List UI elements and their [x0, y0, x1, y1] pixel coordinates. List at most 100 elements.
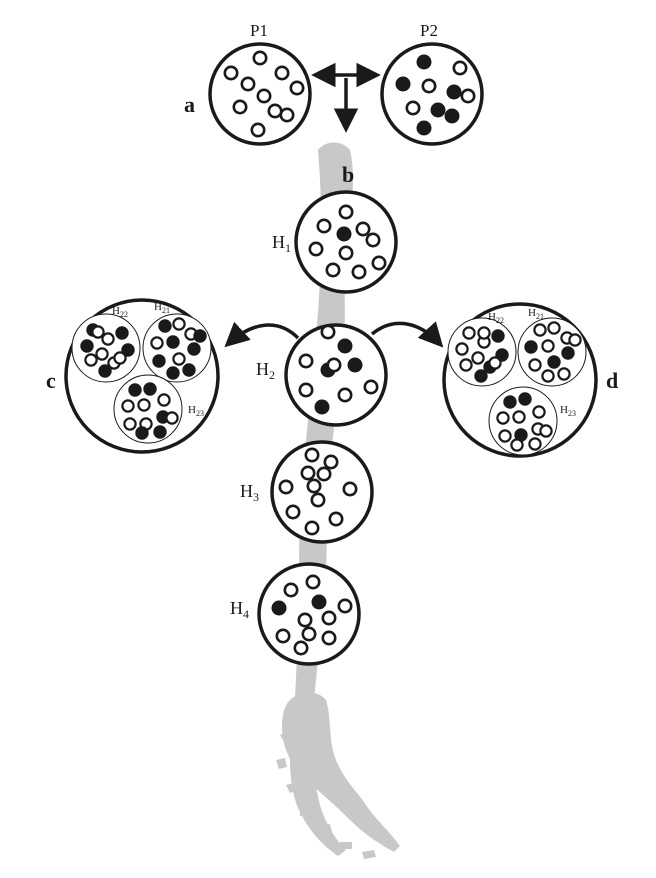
marker-group [223, 50, 305, 138]
open-circle-icon [477, 326, 491, 340]
open-circle-icon [471, 351, 485, 365]
filled-circle-icon [182, 363, 196, 377]
open-circle-icon [137, 398, 151, 412]
filled-circle-icon [158, 319, 172, 333]
filled-circle-icon [444, 108, 460, 124]
open-circle-icon [338, 245, 354, 261]
subpopulation-h21 [142, 313, 212, 383]
open-circle-icon [528, 358, 542, 372]
filled-circle-icon [193, 329, 207, 343]
population-h4 [257, 562, 361, 666]
filled-circle-icon [153, 425, 167, 439]
filled-circle-icon [446, 84, 462, 100]
open-circle-icon [172, 352, 186, 366]
marker-group [524, 321, 582, 383]
open-circle-icon [293, 640, 309, 656]
curved-arrow-icon [370, 321, 444, 348]
open-circle-icon [308, 241, 324, 257]
open-circle-icon [298, 353, 314, 369]
filled-circle-icon [336, 226, 352, 242]
open-circle-icon [304, 447, 320, 463]
open-circle-icon [452, 60, 468, 76]
marker-group [308, 204, 387, 280]
label-h1: H1 [272, 232, 291, 255]
panel-label-b: b [342, 162, 354, 187]
open-circle-icon [113, 351, 127, 365]
sub-letter: H [188, 404, 196, 416]
open-circle-icon [320, 324, 336, 340]
filled-circle-icon [115, 326, 129, 340]
marker-group [298, 324, 379, 415]
filled-circle-icon [166, 335, 180, 349]
filled-circle-icon [311, 594, 327, 610]
marker-group [496, 392, 553, 452]
open-circle-icon [547, 321, 561, 335]
open-circle-icon [371, 255, 387, 271]
panel-label-c: c [46, 368, 56, 393]
label-h4-letter: H [230, 598, 243, 618]
label-p1: P1 [250, 21, 268, 40]
open-circle-icon [240, 76, 256, 92]
map-islands [276, 731, 376, 859]
sub-index: 21 [536, 312, 544, 321]
filled-circle-icon [152, 354, 166, 368]
filled-circle-icon [80, 339, 94, 353]
open-circle-icon [326, 357, 342, 373]
open-circle-icon [157, 393, 171, 407]
open-circle-icon [101, 332, 115, 346]
marker-group [455, 326, 509, 383]
sub-letter: H [528, 307, 536, 319]
open-circle-icon [172, 317, 186, 331]
open-circle-icon [91, 325, 105, 339]
filled-circle-icon [416, 120, 432, 136]
filled-circle-icon [271, 600, 287, 616]
open-circle-icon [285, 504, 301, 520]
filled-circle-icon [314, 399, 330, 415]
subpopulation-h21 [517, 317, 587, 387]
filled-circle-icon [128, 383, 142, 397]
label-c-h21: H21 [154, 301, 170, 315]
filled-circle-icon [98, 364, 112, 378]
open-circle-icon [455, 342, 469, 356]
open-circle-icon [121, 399, 135, 413]
sub-index: 23 [568, 409, 576, 418]
filled-circle-icon [547, 355, 561, 369]
open-circle-icon [462, 326, 476, 340]
open-circle-icon [316, 466, 332, 482]
open-circle-icon [496, 411, 510, 425]
population-p1 [208, 42, 312, 146]
open-circle-icon [498, 429, 512, 443]
filled-circle-icon [135, 426, 149, 440]
filled-circle-icon [518, 392, 532, 406]
open-circle-icon [321, 610, 337, 626]
filled-circle-icon [143, 382, 157, 396]
filled-circle-icon [561, 346, 575, 360]
marker-group [395, 54, 476, 136]
label-h3-index: 3 [253, 490, 259, 504]
open-circle-icon [568, 333, 582, 347]
sub-letter: H [154, 301, 162, 313]
open-circle-icon [223, 65, 239, 81]
open-circle-icon [279, 107, 295, 123]
open-circle-icon [355, 221, 371, 237]
open-circle-icon [84, 353, 98, 367]
marker-group [150, 317, 207, 380]
subpopulation-h22 [71, 313, 141, 383]
label-h4-index: 4 [243, 607, 249, 621]
filled-circle-icon [503, 395, 517, 409]
subpopulation-h23 [488, 386, 558, 456]
open-circle-icon [365, 232, 381, 248]
open-circle-icon [459, 358, 473, 372]
marker-group [80, 323, 135, 378]
sub-letter: H [488, 311, 496, 323]
open-circle-icon [512, 410, 526, 424]
marker-group [278, 447, 358, 536]
open-circle-icon [510, 438, 524, 452]
label-h1-letter: H [272, 232, 285, 252]
open-circle-icon [150, 336, 164, 350]
open-circle-icon [123, 417, 137, 431]
sub-index: 22 [496, 316, 504, 325]
sub-index: 23 [196, 409, 204, 418]
open-circle-icon [325, 262, 341, 278]
